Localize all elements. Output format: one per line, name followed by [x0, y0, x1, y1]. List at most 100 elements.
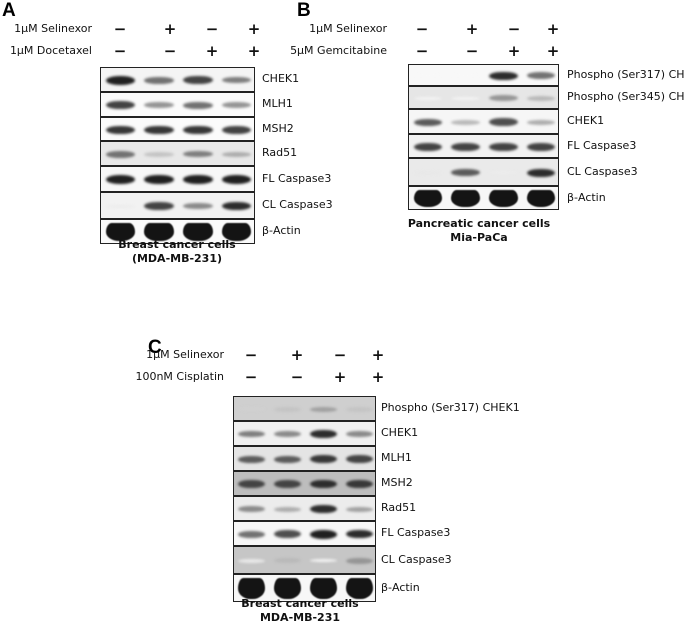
- band: [183, 175, 213, 184]
- band: [274, 506, 302, 512]
- minus-sign: −: [244, 346, 258, 364]
- treatment-label: 1μM Docetaxel: [9, 44, 92, 57]
- band: [489, 142, 518, 151]
- plus-sign: +: [546, 42, 560, 60]
- minus-sign: −: [465, 42, 479, 60]
- band: [526, 119, 556, 125]
- band: [238, 407, 266, 411]
- blot-label: MSH2: [381, 476, 413, 489]
- caption-line: Breast cancer cells: [118, 238, 236, 251]
- blot-label: FL Caspase3: [262, 171, 332, 185]
- band: [489, 190, 518, 207]
- panel-letter-b: B: [297, 0, 311, 21]
- band: [526, 190, 556, 207]
- band: [144, 102, 174, 108]
- treatment-label: 100nM Cisplatin: [135, 370, 224, 383]
- plus-sign: +: [371, 346, 385, 364]
- blot-b-phospho-ser317-chek1: [408, 64, 559, 86]
- band: [183, 125, 213, 134]
- blot-label: CL Caspase3: [262, 198, 333, 211]
- band: [274, 406, 302, 412]
- band: [345, 480, 373, 488]
- blot-label: β-Actin: [567, 190, 606, 204]
- blot-c-phospho-ser317-chek1: [233, 396, 376, 421]
- blot-c-mlh1: [233, 446, 376, 471]
- band: [451, 190, 480, 207]
- blot-c-fl-caspase3: [233, 521, 376, 546]
- band: [274, 455, 302, 463]
- blot-label: CL Caspase3: [381, 552, 452, 566]
- band: [526, 142, 556, 151]
- blot-label: CHEK1: [381, 426, 419, 439]
- band: [105, 75, 136, 85]
- plus-sign: +: [247, 42, 261, 60]
- blot-b-chek1: [408, 109, 559, 134]
- band: [238, 578, 266, 599]
- blot-label: MSH2: [262, 121, 294, 135]
- minus-sign: −: [113, 20, 127, 38]
- band: [489, 171, 518, 174]
- blot-b--actin: [408, 186, 559, 210]
- band: [221, 151, 252, 157]
- band: [238, 455, 266, 463]
- band: [221, 223, 252, 241]
- treatment-label: 1μM Selinexor: [309, 22, 387, 35]
- minus-sign: −: [244, 368, 258, 386]
- band: [144, 223, 174, 241]
- plus-sign: +: [333, 368, 347, 386]
- band: [183, 101, 213, 109]
- blot-label: Rad51: [381, 501, 417, 514]
- minus-sign: −: [415, 42, 429, 60]
- band: [413, 142, 443, 151]
- band: [144, 151, 174, 157]
- band: [345, 557, 373, 564]
- blot-a-fl-caspase3: [100, 166, 255, 192]
- blot-label: Rad51: [262, 146, 298, 159]
- minus-sign: −: [290, 368, 304, 386]
- band: [144, 175, 174, 184]
- panel-letter-c: C: [148, 337, 162, 358]
- blot-a-msh2: [100, 117, 255, 141]
- band: [105, 125, 136, 134]
- band: [221, 77, 252, 83]
- band: [345, 455, 373, 463]
- caption-line: MDA-MB-231: [259, 611, 340, 624]
- band: [413, 118, 443, 126]
- band: [309, 455, 337, 463]
- plus-sign: +: [371, 368, 385, 386]
- blot-label: Phospho (Ser345) CHEK1: [567, 90, 685, 103]
- band: [238, 558, 266, 563]
- band: [183, 223, 213, 241]
- band: [451, 169, 480, 176]
- treatment-label: 1μM Selinexor: [14, 22, 92, 35]
- band: [309, 406, 337, 412]
- band: [451, 74, 480, 77]
- band: [413, 74, 443, 77]
- band: [221, 125, 252, 134]
- band: [309, 505, 337, 513]
- treatment-label: 5μM Gemcitabine: [290, 44, 387, 57]
- caption-line: Pancreatic cancer cells: [407, 217, 551, 230]
- band: [309, 529, 337, 539]
- band: [238, 431, 266, 437]
- minus-sign: −: [163, 42, 177, 60]
- plus-sign: +: [290, 346, 304, 364]
- band: [489, 71, 518, 80]
- blot-label: FL Caspase3: [567, 138, 637, 152]
- band: [526, 95, 556, 101]
- band: [309, 430, 337, 438]
- blot-label: CHEK1: [262, 72, 300, 85]
- band: [238, 530, 266, 538]
- minus-sign: −: [415, 20, 429, 38]
- blot-a-rad51: [100, 141, 255, 166]
- blot-a-mlh1: [100, 92, 255, 117]
- band: [221, 202, 252, 210]
- blot-label: FL Caspase3: [381, 526, 451, 539]
- band: [526, 72, 556, 79]
- blot-c-msh2: [233, 471, 376, 496]
- band: [238, 480, 266, 488]
- band: [451, 142, 480, 151]
- minus-sign: −: [333, 346, 347, 364]
- caption-line: (MDA-MB-231): [131, 252, 223, 265]
